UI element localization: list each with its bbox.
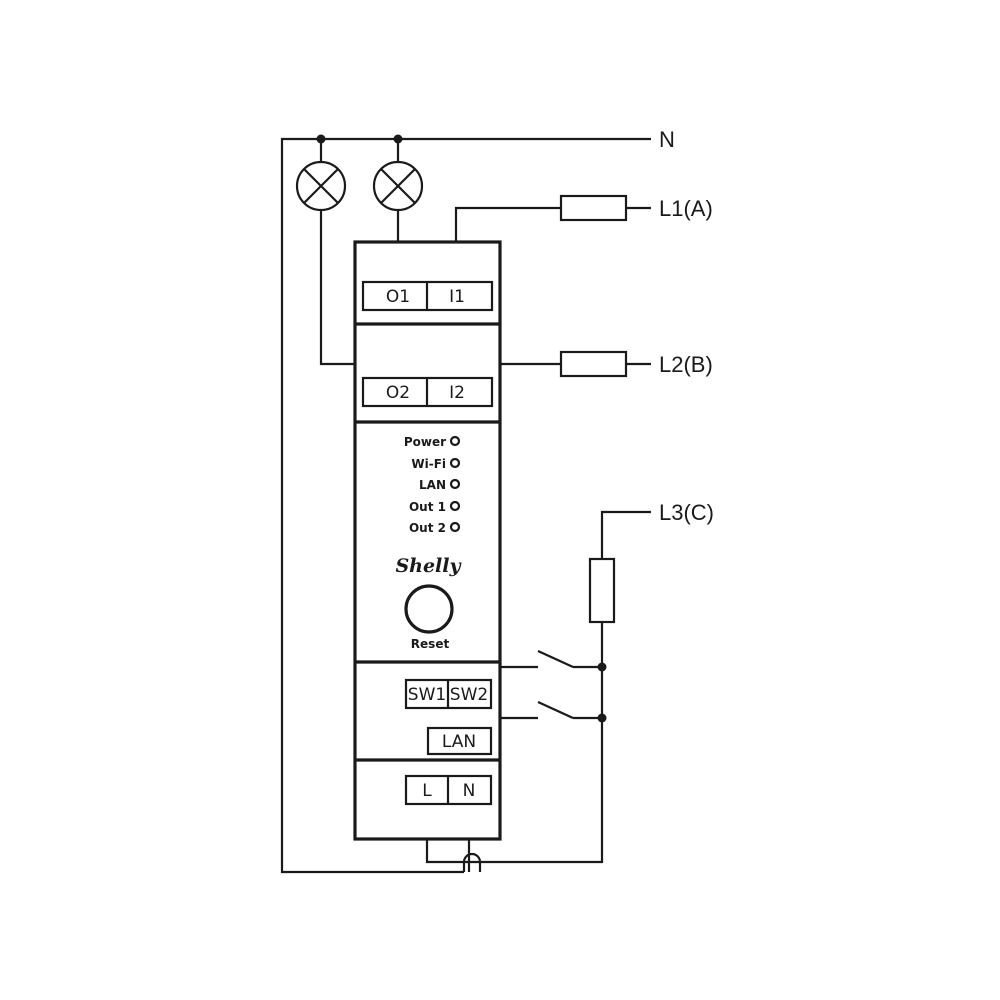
label-neutral: N bbox=[659, 127, 675, 152]
out1-led-icon bbox=[449, 500, 461, 512]
fuse-l3-icon bbox=[588, 557, 616, 624]
label-l2: L2(B) bbox=[659, 352, 713, 377]
indicator-lan-label: LAN bbox=[419, 478, 446, 492]
lamp-1-icon bbox=[295, 139, 347, 212]
lamp-2-icon bbox=[372, 139, 424, 212]
terminal-i1: I1 bbox=[449, 287, 465, 307]
out2-led-icon bbox=[449, 521, 461, 533]
terminal-o1: O1 bbox=[386, 287, 410, 307]
power-led-icon bbox=[449, 435, 461, 447]
indicator-power-label: Power bbox=[404, 435, 446, 449]
terminal-sw1: SW1 bbox=[408, 685, 446, 705]
terminal-i2: I2 bbox=[449, 383, 465, 403]
lan-port-label: LAN bbox=[442, 732, 476, 752]
reset-label: Reset bbox=[411, 637, 450, 651]
fuse-l1-icon bbox=[559, 194, 628, 222]
wifi-led-icon bbox=[449, 457, 461, 469]
terminal-l: L bbox=[422, 781, 432, 801]
terminal-sw2: SW2 bbox=[450, 685, 488, 705]
indicator-out1-label: Out 1 bbox=[409, 500, 446, 514]
terminal-n: N bbox=[463, 781, 476, 801]
lan-port bbox=[426, 726, 493, 756]
wire-l3 bbox=[600, 510, 651, 559]
shelly-logo: Shelly bbox=[395, 555, 462, 577]
indicator-wifi-label: Wi-Fi bbox=[411, 457, 446, 471]
label-l1: L1(A) bbox=[659, 196, 713, 221]
indicator-out2-label: Out 2 bbox=[409, 521, 446, 535]
label-l3: L3(C) bbox=[659, 500, 714, 525]
lan-led-icon bbox=[449, 478, 461, 490]
reset-button[interactable] bbox=[404, 584, 454, 634]
terminal-o2: O2 bbox=[386, 383, 410, 403]
fuse-l2-icon bbox=[559, 350, 628, 378]
indicator-panel: Power Wi-Fi LAN Out 1 Out 2 bbox=[404, 435, 461, 535]
